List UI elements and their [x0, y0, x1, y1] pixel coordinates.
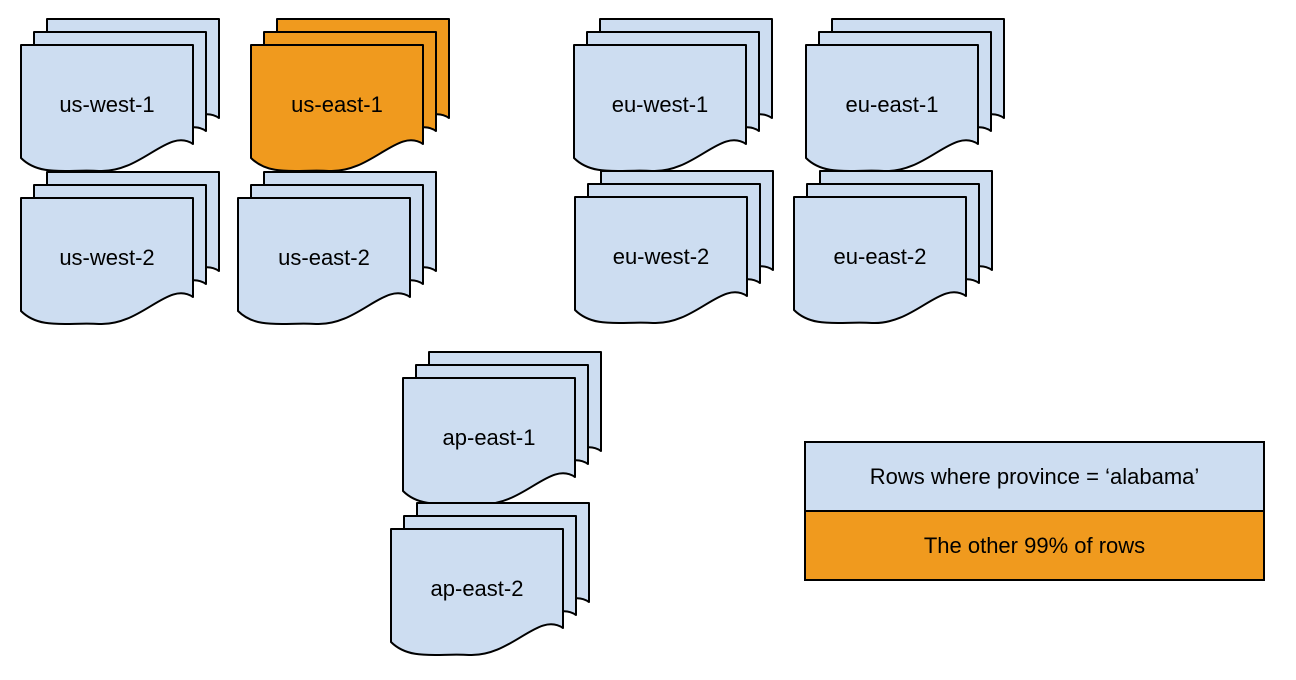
- region-stack-label: us-west-2: [59, 245, 155, 270]
- region-stack-eu-east-1: eu-east-1: [805, 18, 1005, 173]
- region-stack-label: us-east-1: [291, 92, 383, 117]
- region-stack-label: us-west-1: [59, 92, 155, 117]
- region-stack-label: eu-east-1: [845, 92, 939, 117]
- region-stack-ap-east-2: ap-east-2: [390, 502, 590, 657]
- region-stack-us-west-2: us-west-2: [20, 171, 220, 326]
- legend-item-alabama-rows: Rows where province = ‘alabama’: [804, 441, 1265, 512]
- region-stack-us-west-1: us-west-1: [20, 18, 220, 173]
- legend: Rows where province = ‘alabama’ The othe…: [804, 441, 1265, 581]
- legend-item-other-rows: The other 99% of rows: [804, 510, 1265, 581]
- legend-item-label: Rows where province = ‘alabama’: [869, 463, 1200, 489]
- legend-item-label: The other 99% of rows: [923, 532, 1146, 558]
- region-stack-label: us-east-2: [278, 245, 370, 270]
- region-stack-ap-east-1: ap-east-1: [402, 351, 602, 506]
- region-stack-eu-west-1: eu-west-1: [573, 18, 773, 173]
- region-stack-us-east-2: us-east-2: [237, 171, 437, 326]
- region-stack-label: ap-east-1: [442, 425, 536, 450]
- region-stack-label: eu-west-1: [611, 92, 709, 117]
- region-stack-eu-east-2: eu-east-2: [793, 170, 993, 325]
- region-stack-label: eu-west-2: [612, 244, 710, 269]
- region-stack-us-east-1: us-east-1: [250, 18, 450, 173]
- region-stack-eu-west-2: eu-west-2: [574, 170, 774, 325]
- region-stack-label: ap-east-2: [430, 576, 524, 601]
- region-stack-label: eu-east-2: [833, 244, 927, 269]
